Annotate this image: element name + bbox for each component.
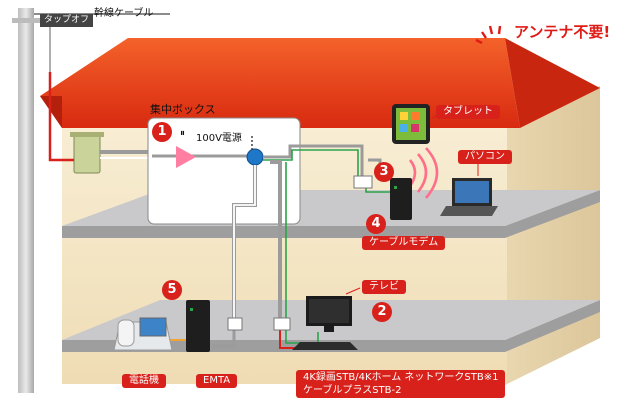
marker-4: 4	[366, 214, 386, 234]
stb-label-line1: 4K録画STB/4Kホーム ネットワークSTB※1	[303, 372, 499, 383]
marker-1: 1	[152, 122, 172, 142]
cable-modem-device	[390, 178, 412, 220]
amplifier-icon	[176, 146, 196, 168]
wall-outlet-upper	[353, 175, 373, 189]
wall-outlet-emta	[227, 317, 243, 331]
roof	[40, 38, 600, 128]
central-box-title: 集中ボックス	[150, 103, 216, 116]
phone-device	[113, 317, 173, 351]
phone-label: 電話機	[122, 374, 166, 388]
marker-3: 3	[374, 162, 394, 182]
tap-off-enclosure	[70, 132, 104, 174]
marker-5: 5	[162, 280, 182, 300]
power-symbol-icon: ⏸	[180, 128, 185, 139]
central-box-panel	[147, 117, 301, 225]
marker-2: 2	[372, 302, 392, 322]
stb-device	[292, 342, 358, 350]
splitter-icon	[246, 148, 264, 166]
emta-label: EMTA	[196, 374, 238, 388]
tablet-device	[392, 104, 430, 144]
pc-label: パソコン	[458, 150, 512, 164]
cable-modem-label: ケーブルモデム	[362, 236, 446, 250]
tap-off-label: タップオフ	[40, 14, 94, 27]
stb-label-line2: ケーブルプラスSTB-2	[303, 385, 402, 396]
power-label: 100V電源	[196, 133, 242, 144]
antenna-wave-icon	[475, 25, 502, 45]
wall-outlet-tv	[273, 317, 291, 331]
trunk-cable-label: 幹線ケーブル	[94, 8, 154, 19]
headline-antenna-not-needed: アンテナ不要!	[514, 23, 611, 41]
laptop-device	[440, 178, 498, 216]
tv-device	[306, 296, 352, 332]
tablet-label: タブレット	[436, 105, 500, 119]
tv-label: テレビ	[362, 280, 406, 294]
stb-label: 4K録画STB/4Kホーム ネットワークSTB※1 ケーブルプラスSTB-2	[296, 370, 506, 398]
emta-device	[186, 300, 210, 352]
